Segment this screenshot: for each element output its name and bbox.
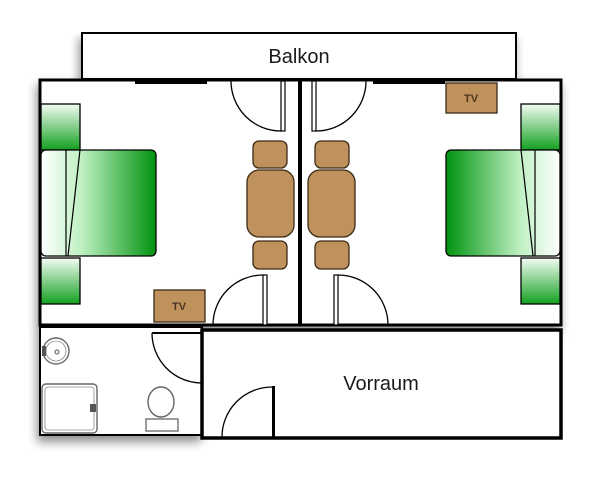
bed-left [40, 103, 157, 305]
partition-wall [298, 80, 302, 325]
table [246, 169, 295, 238]
window-left [135, 79, 207, 84]
chair [252, 240, 288, 270]
shower-icon [41, 383, 98, 434]
tv-left: TV [153, 289, 206, 323]
nightstand [520, 257, 561, 305]
entrance-door[interactable] [221, 386, 275, 439]
room-door-right[interactable] [333, 274, 389, 326]
nightstand [520, 103, 561, 151]
balcony-door-right[interactable] [311, 80, 367, 132]
toilet-icon [145, 386, 179, 432]
chair [314, 240, 350, 270]
tv-right-label: TV [464, 93, 479, 105]
chair [252, 140, 288, 169]
chair [314, 140, 350, 169]
nightstand [40, 103, 81, 151]
balcony: Balkon [81, 32, 517, 80]
balcony-door-left[interactable] [230, 80, 286, 132]
room-door-left[interactable] [212, 274, 268, 326]
hallway-label: Vorraum [343, 373, 419, 395]
bathroom-door[interactable] [151, 332, 203, 384]
sink-icon [42, 337, 70, 365]
mattress [40, 149, 157, 257]
bed-right [445, 103, 561, 305]
hallway: Vorraum [200, 328, 563, 440]
tv-left-label: TV [172, 301, 187, 313]
tv-right: TV [445, 82, 498, 114]
balcony-label: Balkon [268, 46, 329, 68]
nightstand [40, 257, 81, 305]
table [307, 169, 356, 238]
bathroom [39, 326, 203, 436]
dining-set-left [246, 140, 295, 270]
window-right [373, 79, 445, 84]
mattress [445, 149, 561, 257]
dining-set-right [307, 140, 356, 270]
